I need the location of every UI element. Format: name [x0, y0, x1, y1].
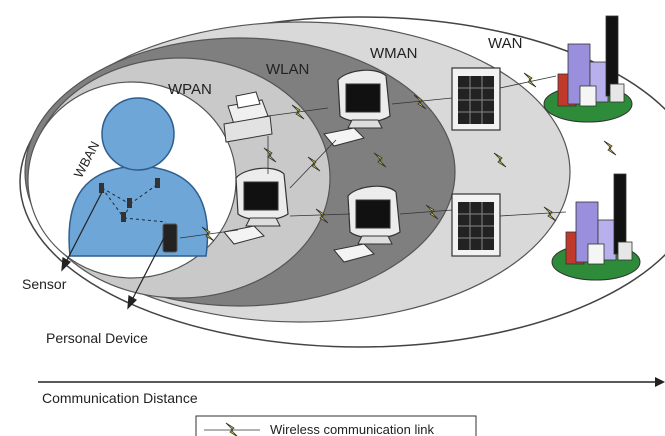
callout-arrows: [61, 191, 167, 310]
pc-wlan-bottom-monitor-icon: [347, 185, 401, 245]
distance-axis-label: Communication Distance: [42, 390, 198, 406]
distance-axis-arrow-icon: [655, 377, 665, 387]
wman-label: WMAN: [370, 45, 418, 62]
pc-wpan-monitor-icon: [235, 167, 289, 227]
personal-device-icon: [162, 223, 178, 253]
printer-icon: [223, 91, 273, 143]
personal-device-label: Personal Device: [46, 330, 148, 346]
wpan-label: WPAN: [168, 81, 212, 98]
sensor-label: Sensor: [22, 276, 67, 292]
pc-wlan-top-monitor-icon: [337, 69, 391, 129]
server-top-icon: [451, 67, 501, 131]
wan-label: WAN: [488, 35, 522, 52]
legend-link-label: Wireless communication link: [270, 422, 434, 436]
server-bottom-icon: [451, 193, 501, 257]
wireless-links: [179, 72, 617, 242]
legend: Wireless communication link: [195, 415, 477, 436]
wlan-label: WLAN: [266, 61, 309, 78]
